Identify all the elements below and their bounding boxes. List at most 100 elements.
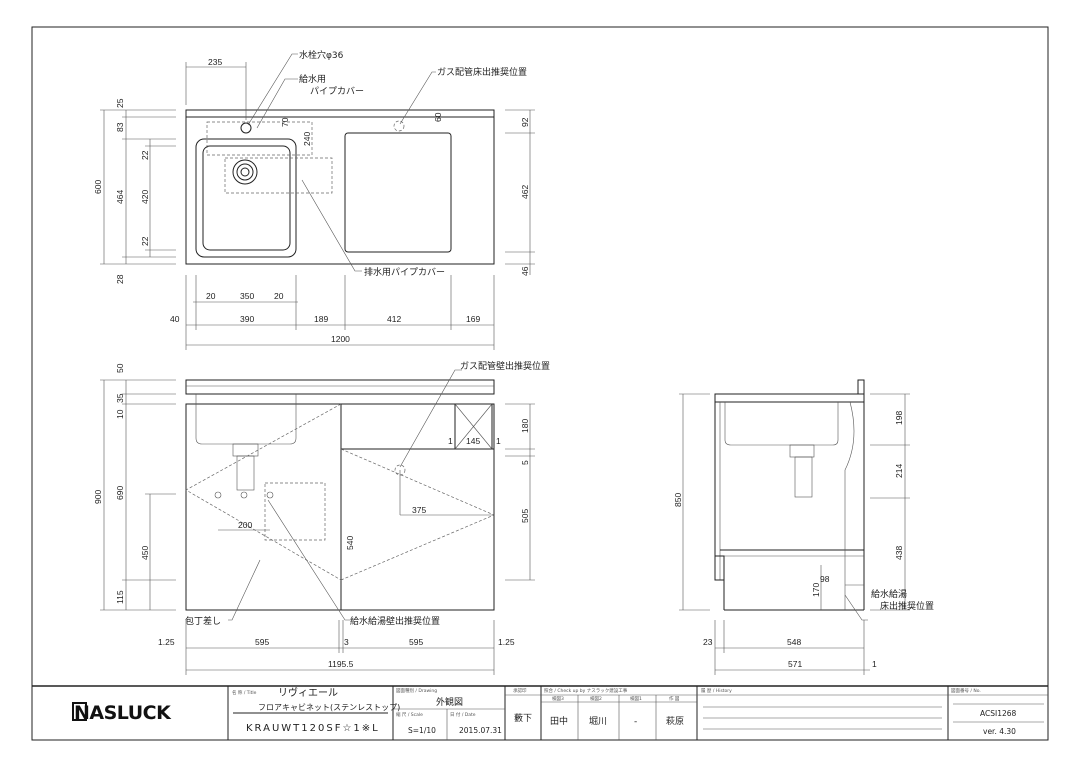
dim: 169 bbox=[466, 314, 480, 324]
checker-name: - bbox=[634, 717, 637, 727]
dim: 505 bbox=[520, 509, 530, 523]
sheet-border bbox=[31, 26, 1049, 741]
dim: 690 bbox=[115, 486, 125, 500]
knife-holder-label: 包丁差し bbox=[185, 615, 221, 627]
sink-inner bbox=[202, 145, 291, 251]
dim: 20 bbox=[274, 291, 284, 301]
water-cover-label: 給水用 bbox=[299, 73, 326, 85]
dim: 145 bbox=[466, 436, 480, 446]
product-title: リヴィエール bbox=[278, 686, 338, 699]
dim: 1 bbox=[496, 436, 501, 446]
drain-trap bbox=[236, 455, 255, 491]
drawing-caption: 図面種別 / Drawing bbox=[396, 687, 437, 694]
sink-outer bbox=[195, 138, 297, 258]
dim: 70 bbox=[280, 117, 290, 127]
checker-role: 検図3 bbox=[552, 695, 564, 702]
dim: 200 bbox=[238, 520, 252, 530]
dim: 60 bbox=[433, 112, 443, 122]
dim: 1.25 bbox=[498, 637, 515, 647]
title-caption: 名 称 / Title bbox=[232, 689, 257, 696]
dim: 571 bbox=[788, 659, 802, 669]
checker-name: 田中 bbox=[550, 715, 568, 727]
dim: 600 bbox=[93, 180, 103, 194]
dim: 548 bbox=[787, 637, 801, 647]
dim: 198 bbox=[894, 411, 904, 425]
countertop-side bbox=[714, 393, 865, 403]
dim: 900 bbox=[93, 490, 103, 504]
dim: 50 bbox=[115, 363, 125, 373]
dim: 189 bbox=[314, 314, 328, 324]
dim: 390 bbox=[240, 314, 254, 324]
dim: 40 bbox=[170, 314, 180, 324]
dim: 1.25 bbox=[158, 637, 175, 647]
countertop-front bbox=[185, 379, 495, 395]
cabinet-body bbox=[185, 403, 495, 611]
dim: 375 bbox=[412, 505, 426, 515]
date-caption: 日 付 / Date bbox=[450, 711, 476, 718]
sink-bowl-side bbox=[724, 402, 839, 446]
checker-role: 検図1 bbox=[630, 695, 642, 702]
drawer-box bbox=[454, 403, 493, 450]
left-door-swing bbox=[185, 403, 342, 581]
dim: 92 bbox=[520, 117, 530, 127]
svg-text:NASLUCK: NASLUCK bbox=[74, 702, 172, 724]
date-value: 2015.07.31 bbox=[459, 726, 502, 735]
dim: 595 bbox=[409, 637, 423, 647]
water-floor-label: 給水給湯 bbox=[871, 588, 907, 600]
number-caption: 図面番号 / No. bbox=[951, 687, 981, 694]
product-subtitle: フロアキャビネット(ステンレストップ) bbox=[258, 703, 400, 712]
dim: 235 bbox=[208, 57, 222, 67]
history-caption: 履 歴 / History bbox=[701, 688, 732, 694]
dim: 180 bbox=[520, 419, 530, 433]
dim: 5 bbox=[520, 460, 530, 465]
approval-caption: 承認印 bbox=[513, 687, 527, 694]
dim: 438 bbox=[894, 546, 904, 560]
dim: 540 bbox=[345, 536, 355, 550]
checker-name: 萩原 bbox=[666, 716, 684, 727]
dim: 412 bbox=[387, 314, 401, 324]
dim: 420 bbox=[140, 190, 150, 204]
dim: 20 bbox=[206, 291, 216, 301]
dim: 23 bbox=[703, 637, 713, 647]
dim: 35 bbox=[115, 393, 125, 403]
cooktop-panel bbox=[344, 132, 452, 253]
dim: 22 bbox=[140, 236, 150, 246]
dim: 850 bbox=[673, 493, 683, 507]
title-block: NASLUCK 名 称 / Title リヴィエール フロアキャビネット(ステン… bbox=[32, 685, 1048, 740]
dim: 350 bbox=[240, 291, 254, 301]
dim: 10 bbox=[115, 409, 125, 419]
dim: 170 bbox=[811, 583, 821, 597]
dim: 462 bbox=[520, 185, 530, 199]
dim: 1195.5 bbox=[328, 659, 354, 669]
dim: 240 bbox=[302, 132, 312, 146]
water-floor-label-2: 床出推奨位置 bbox=[880, 600, 934, 612]
checker-name: 堀川 bbox=[589, 716, 607, 727]
check-caption: 照合 / Check up by ナスラック建設工事 bbox=[544, 687, 628, 694]
scale-value: S=1/10 bbox=[408, 726, 436, 735]
dim: 83 bbox=[115, 122, 125, 132]
dim: 25 bbox=[115, 98, 125, 108]
gas-position-icon bbox=[393, 120, 405, 132]
dim: 46 bbox=[520, 266, 530, 276]
countertop-outline bbox=[185, 109, 495, 265]
top-view: 水栓穴φ36 給水用 パイプカバー ガス配管床出推奨位置 排水用パイプカバー 2… bbox=[93, 49, 535, 350]
dim: 1 bbox=[448, 436, 453, 446]
checker-role: 作 図 bbox=[669, 695, 680, 702]
dim: 115 bbox=[115, 590, 125, 604]
dim: 1200 bbox=[331, 334, 350, 344]
water-wall-label: 給水給湯壁出推奨位置 bbox=[350, 615, 440, 627]
sink-bowl-hidden bbox=[195, 394, 297, 445]
front-view: ガス配管壁出推奨位置 包丁差し 給水給湯壁出推奨位置 50 35 10 900 … bbox=[93, 360, 550, 675]
dim: 450 bbox=[140, 546, 150, 560]
gas-wall-label: ガス配管壁出推奨位置 bbox=[460, 360, 550, 372]
drain-cover-label: 排水用パイプカバー bbox=[364, 266, 445, 278]
drawing-number: ACSI1268 bbox=[980, 709, 1017, 718]
approval-stamp: 藪下 bbox=[514, 712, 532, 724]
gas-floor-label: ガス配管床出推奨位置 bbox=[437, 66, 527, 78]
checker-role: 検図2 bbox=[590, 695, 602, 702]
water-cover-label-2: パイプカバー bbox=[310, 86, 364, 97]
dim: 595 bbox=[255, 637, 269, 647]
dim: 1 bbox=[872, 659, 877, 669]
drain-icon bbox=[232, 159, 258, 185]
model-number: KRAUWT120SF☆1※L bbox=[246, 723, 380, 734]
